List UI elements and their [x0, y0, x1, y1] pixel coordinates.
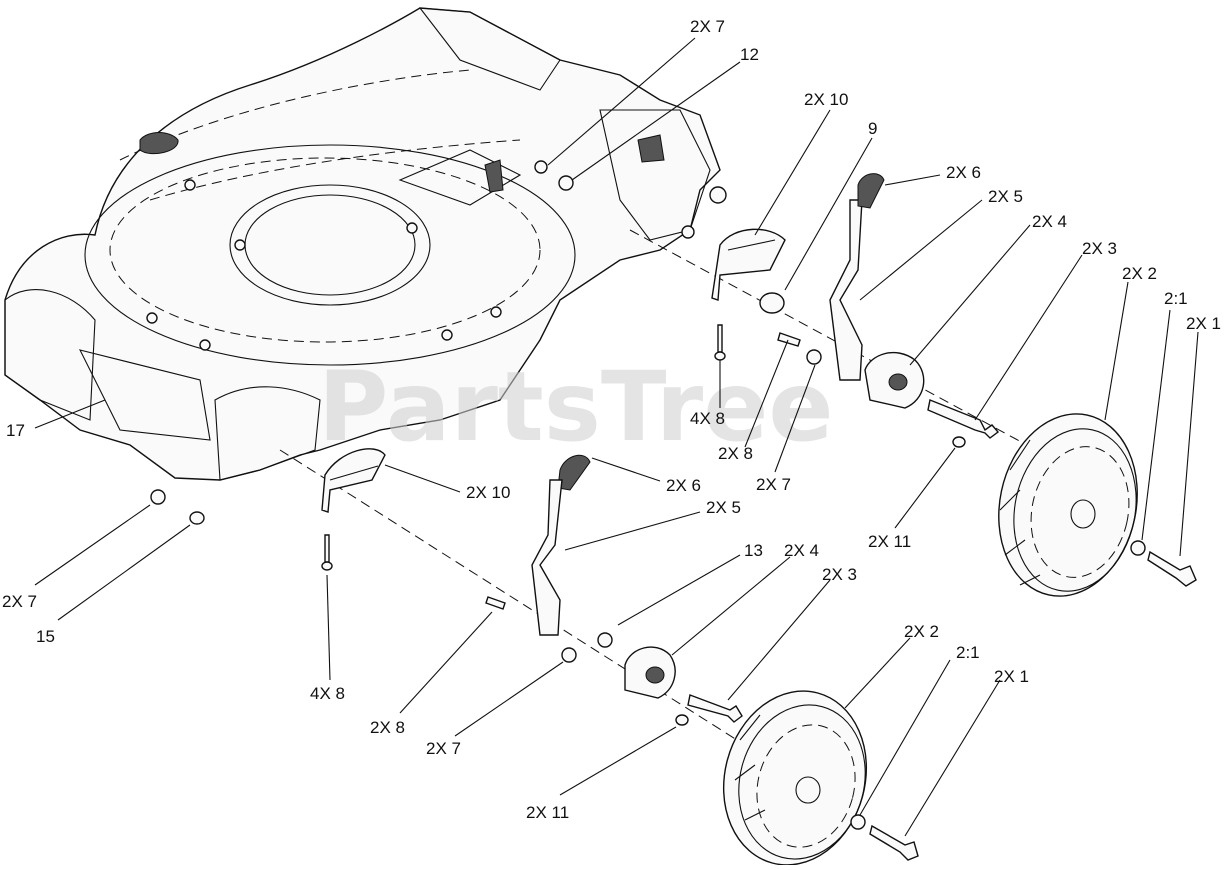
- callout-label: 2X 4: [784, 541, 819, 560]
- callout-label: 2X 2: [904, 622, 939, 641]
- height-adjust-bracket: [711, 228, 786, 301]
- callout-label: 4X 8: [310, 684, 345, 703]
- callout-label: 2X 10: [466, 483, 510, 502]
- front-wheel: [722, 690, 868, 866]
- lever-grip: [857, 173, 885, 209]
- callout-label: 2X 8: [718, 444, 753, 463]
- bushing: [759, 292, 785, 314]
- callout-label: 9: [868, 119, 877, 138]
- callout-label: 2X 3: [822, 565, 857, 584]
- callout-label: 2X 7: [756, 475, 791, 494]
- callout-label: 17: [6, 421, 25, 440]
- callout-label: 12: [740, 45, 759, 64]
- callout-label: 2X 6: [946, 163, 981, 182]
- callout-label: 2X 7: [690, 17, 725, 36]
- rear-wheel: [998, 413, 1138, 597]
- front-height-bracket: [321, 448, 386, 513]
- callout-label: 2X 4: [1032, 212, 1067, 231]
- leader-lines: [34, 37, 1199, 837]
- callout-label: 2X 10: [804, 90, 848, 109]
- rear-right-wheel-assembly: [629, 173, 1197, 597]
- callout-label: 2X 1: [994, 667, 1029, 686]
- callout-label: 2X 7: [426, 739, 461, 758]
- callout-label: 2X 5: [988, 187, 1023, 206]
- callout-label: 2:1: [1164, 289, 1188, 308]
- callout-label: 13: [744, 541, 763, 560]
- callout-label: 2X 5: [706, 498, 741, 517]
- callout-label: 2X 1: [1186, 314, 1221, 333]
- callout-label: 15: [36, 627, 55, 646]
- callout-label: 2X 2: [1122, 264, 1157, 283]
- front-lever: [531, 479, 563, 636]
- mower-deck: [4, 7, 727, 481]
- callout-label: 4X 8: [690, 409, 725, 428]
- callout-label: 2X 8: [370, 718, 405, 737]
- shoulder-bolt: [927, 399, 1000, 439]
- callout-label: 2X 6: [666, 476, 701, 495]
- callout-label: 2X 7: [2, 592, 37, 611]
- watermark: PartsTree: [318, 351, 833, 463]
- deck-fasteners: [150, 160, 574, 525]
- callout-label: 2:1: [956, 643, 980, 662]
- front-wheel-assembly: [279, 448, 919, 866]
- callout-label: 2X 11: [526, 803, 569, 822]
- callout-label: 2X 3: [1082, 239, 1117, 258]
- height-adjust-lever: [829, 199, 863, 381]
- callout-label: 2X 11: [868, 532, 911, 551]
